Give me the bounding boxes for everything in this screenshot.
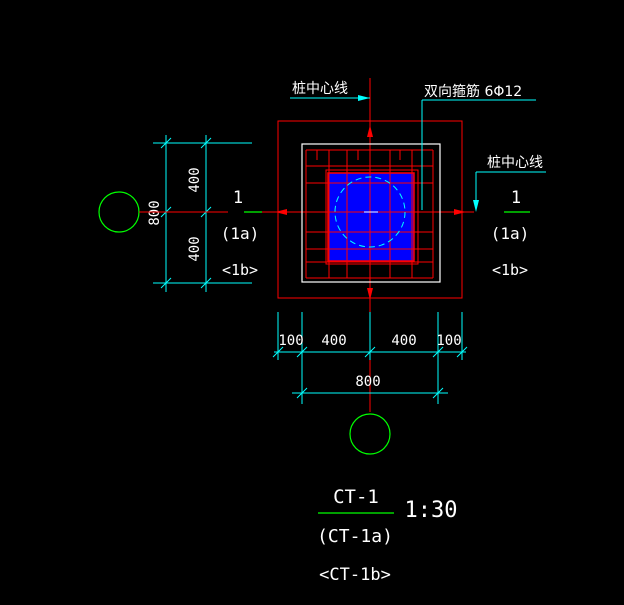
leader-right xyxy=(475,171,546,205)
label-pile-center-top: 桩中心线 xyxy=(292,80,348,97)
rebar-outer-frame xyxy=(277,120,463,299)
section-right-number: 1 xyxy=(511,188,521,208)
pile-cap-outline xyxy=(301,143,441,283)
dim-h-left: 400 xyxy=(321,333,346,349)
title-scale: 1:30 xyxy=(405,498,458,523)
leader-rebar-note xyxy=(421,99,536,210)
leader-arrow-top xyxy=(358,95,370,101)
dim-h-total: 800 xyxy=(355,374,380,390)
dim-vertical-lower: 400 xyxy=(187,236,203,261)
title-sub-a: (CT-1a) xyxy=(317,526,393,547)
dim-h-left-edge: 100 xyxy=(278,333,303,349)
leader-arrow-right xyxy=(473,200,479,212)
axis-bubble-bottom xyxy=(349,413,391,455)
rebar-accents xyxy=(316,150,401,160)
rebar-grid xyxy=(305,149,434,279)
section-right-sub-a: (1a) xyxy=(491,224,530,243)
section-left-sub-a: (1a) xyxy=(221,224,260,243)
section-left-sub-b: <1b> xyxy=(222,261,258,279)
dim-h-right: 400 xyxy=(391,333,416,349)
section-cut-markers xyxy=(275,125,466,300)
title-sub-b: <CT-1b> xyxy=(319,565,391,585)
axis-bubble-left xyxy=(98,191,140,233)
horizontal-dimension xyxy=(272,312,468,404)
pile-square xyxy=(327,172,415,262)
label-pile-center-right: 桩中心线 xyxy=(487,154,543,171)
title-name: CT-1 xyxy=(333,486,379,508)
label-rebar-note: 双向箍筋 6Φ12 xyxy=(424,83,522,100)
dim-vertical-total: 800 xyxy=(147,200,163,225)
pile-circle xyxy=(334,176,406,248)
dim-h-right-edge: 100 xyxy=(436,333,461,349)
section-right-sub-b: <1b> xyxy=(492,261,528,279)
section-left-number: 1 xyxy=(233,188,243,208)
dim-vertical-upper: 400 xyxy=(187,167,203,192)
